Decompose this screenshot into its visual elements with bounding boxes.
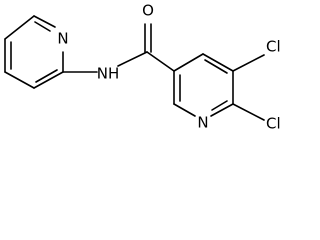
amide-oxygen-label: O (142, 2, 154, 20)
bond (146, 51, 175, 72)
bond (33, 15, 56, 28)
bond (4, 15, 35, 40)
double-bond-inner (34, 21, 51, 32)
bond (202, 53, 234, 72)
amide-linkage (62, 23, 175, 73)
amide-nitrogen-label: NH (97, 65, 120, 83)
chemical-structure: O NH N N Cl Cl (4, 2, 281, 133)
double-bond-inner (35, 69, 58, 83)
right-pyridine-ring (173, 53, 234, 117)
bond (173, 103, 196, 117)
chlorine-upper-label: Cl (266, 38, 281, 56)
chlorine-lower-label: Cl (266, 115, 281, 133)
bond (232, 103, 265, 121)
bond (117, 51, 148, 67)
double-bond-inner (204, 59, 228, 74)
right-pyridine-nitrogen-label: N (197, 114, 208, 132)
left-pyridine-nitrogen-label: N (57, 30, 68, 48)
chlorine-bonds (232, 54, 265, 121)
bond (210, 103, 234, 117)
bond (232, 54, 265, 72)
left-pyridine-ring (4, 15, 64, 89)
bond (173, 53, 204, 72)
double-bond-inner (211, 100, 228, 111)
bond (33, 71, 64, 89)
bond (4, 71, 35, 89)
